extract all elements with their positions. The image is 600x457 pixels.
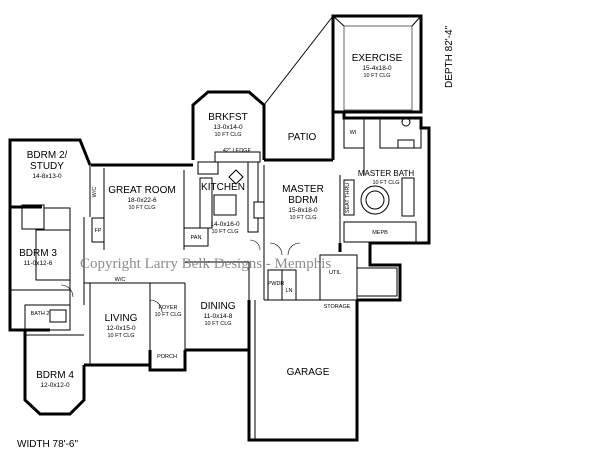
bdrm2-label2: STUDY: [30, 161, 64, 172]
great-room-label: GREAT ROOM: [108, 185, 175, 196]
master-wi-label: WI: [350, 130, 357, 136]
kitchen-size: 14-0x16-0: [210, 221, 240, 228]
bdrm3-room: BDRM 3 11-0x12-6: [10, 248, 70, 291]
garage-room: GARAGE: [254, 300, 330, 440]
bdrm4-size: 12-0x12-0: [40, 382, 70, 389]
living-size: 12-0x15-0: [106, 325, 136, 332]
foyer-clg: 10 FT CLG: [154, 312, 181, 318]
master-bdrm-room: MASTER BDRM 15-8x18-0 10 FT CLG: [253, 165, 341, 250]
pwdr-label: PWDR: [268, 281, 285, 287]
master-bath-room: WI SEAT THRU MASTER BATH 10 FT CLG MEPB: [343, 117, 422, 243]
dining-clg: 10 FT CLG: [204, 321, 231, 327]
living-room: W/C LIVING 12-0x15-0 10 FT CLG: [84, 277, 185, 365]
utility-area: PWDR LN UTIL STORAGE: [263, 250, 398, 310]
breakfast-bay: BRKFST 13-0x14-0 10 FT CLG: [191, 90, 266, 160]
master-bdrm-label2: BDRM: [288, 195, 317, 206]
bdrm2-size: 14-8x13-0: [32, 173, 62, 180]
foyer-label: FOYER: [159, 305, 178, 311]
door-swings: [60, 239, 301, 313]
seat-label: SEAT THRU: [345, 183, 351, 214]
porch-label: PORCH: [157, 354, 177, 360]
bath2-label: BATH 2: [31, 311, 50, 317]
ledge-label: 42" LEDGE: [223, 148, 252, 154]
patio-edge-line: [263, 15, 334, 106]
bdrm4-room: BDRM 4 12-0x12-0: [25, 334, 84, 389]
great-room: GREAT ROOM 18-0x22-6 10 FT CLG: [103, 168, 176, 250]
master-bdrm-label: MASTER: [282, 184, 324, 195]
porch-area: PORCH: [157, 354, 177, 360]
kitchen-label: KITCHEN: [201, 182, 245, 193]
bdrm4-label: BDRM 4: [36, 370, 74, 381]
brkfst-clg: 10 FT CLG: [214, 132, 241, 138]
great-room-clg: 10 FT CLG: [128, 205, 155, 211]
brkfst-size: 13-0x14-0: [213, 124, 243, 131]
fp-label: FP: [94, 228, 101, 234]
master-bdrm-clg: 10 FT CLG: [289, 215, 316, 221]
foyer-room: FOYER 10 FT CLG: [154, 283, 186, 350]
brkfst-label: BRKFST: [208, 112, 247, 123]
mepb-label: MEPB: [372, 230, 388, 236]
exercise-size: 15-4x18-0: [362, 65, 392, 72]
master-bdrm-size: 15-8x18-0: [288, 207, 318, 214]
master-bath-label: MASTER BATH: [358, 169, 415, 178]
bdrm3-size: 11-0x12-6: [24, 260, 53, 267]
bdrm2-room: BDRM 2/ STUDY 14-8x13-0 W/C: [20, 150, 98, 217]
bdrm2-label: BDRM 2/: [27, 150, 68, 161]
bath2-room: BATH 2: [24, 304, 71, 331]
pan-label: PAN: [191, 235, 202, 241]
bdrm2-wic: W/C: [92, 187, 98, 198]
bdrm3-label: BDRM 3: [19, 248, 57, 259]
master-bath-clg: 10 FT CLG: [372, 180, 399, 186]
living-label: LIVING: [105, 313, 138, 324]
garage-label: GARAGE: [287, 367, 330, 378]
great-room-size: 18-0x22-6: [127, 197, 157, 204]
kitchen-clg: 10 FT CLG: [211, 229, 238, 235]
depth-label: DEPTH 82'-4": [444, 25, 455, 88]
kitchen-room: 42" LEDGE PAN KITCHEN 14-0x16-0 10 FT CL…: [183, 148, 261, 250]
ln-label: LN: [285, 288, 292, 294]
living-wic-label: W/C: [115, 277, 126, 283]
dining-size: 11-0x14-8: [204, 313, 233, 320]
patio-label: PATIO: [288, 132, 317, 143]
dining-label: DINING: [201, 301, 236, 312]
exercise-room: EXERCISE 15-4x18-0 10 FT CLG: [331, 14, 423, 114]
copyright-watermark: Copyright Larry Belk Designs - Memphis: [80, 256, 331, 272]
exercise-label: EXERCISE: [352, 53, 403, 64]
width-label: WIDTH 78'-6": [17, 439, 78, 450]
dining-room: DINING 11-0x14-8 10 FT CLG: [185, 261, 250, 350]
living-clg: 10 FT CLG: [107, 333, 134, 339]
storage-label: STORAGE: [324, 304, 351, 310]
fireplace-left: FP: [91, 217, 105, 243]
exercise-clg: 10 FT CLG: [363, 73, 390, 79]
util-label: UTIL: [329, 270, 341, 276]
outer-walls: [8, 110, 431, 442]
